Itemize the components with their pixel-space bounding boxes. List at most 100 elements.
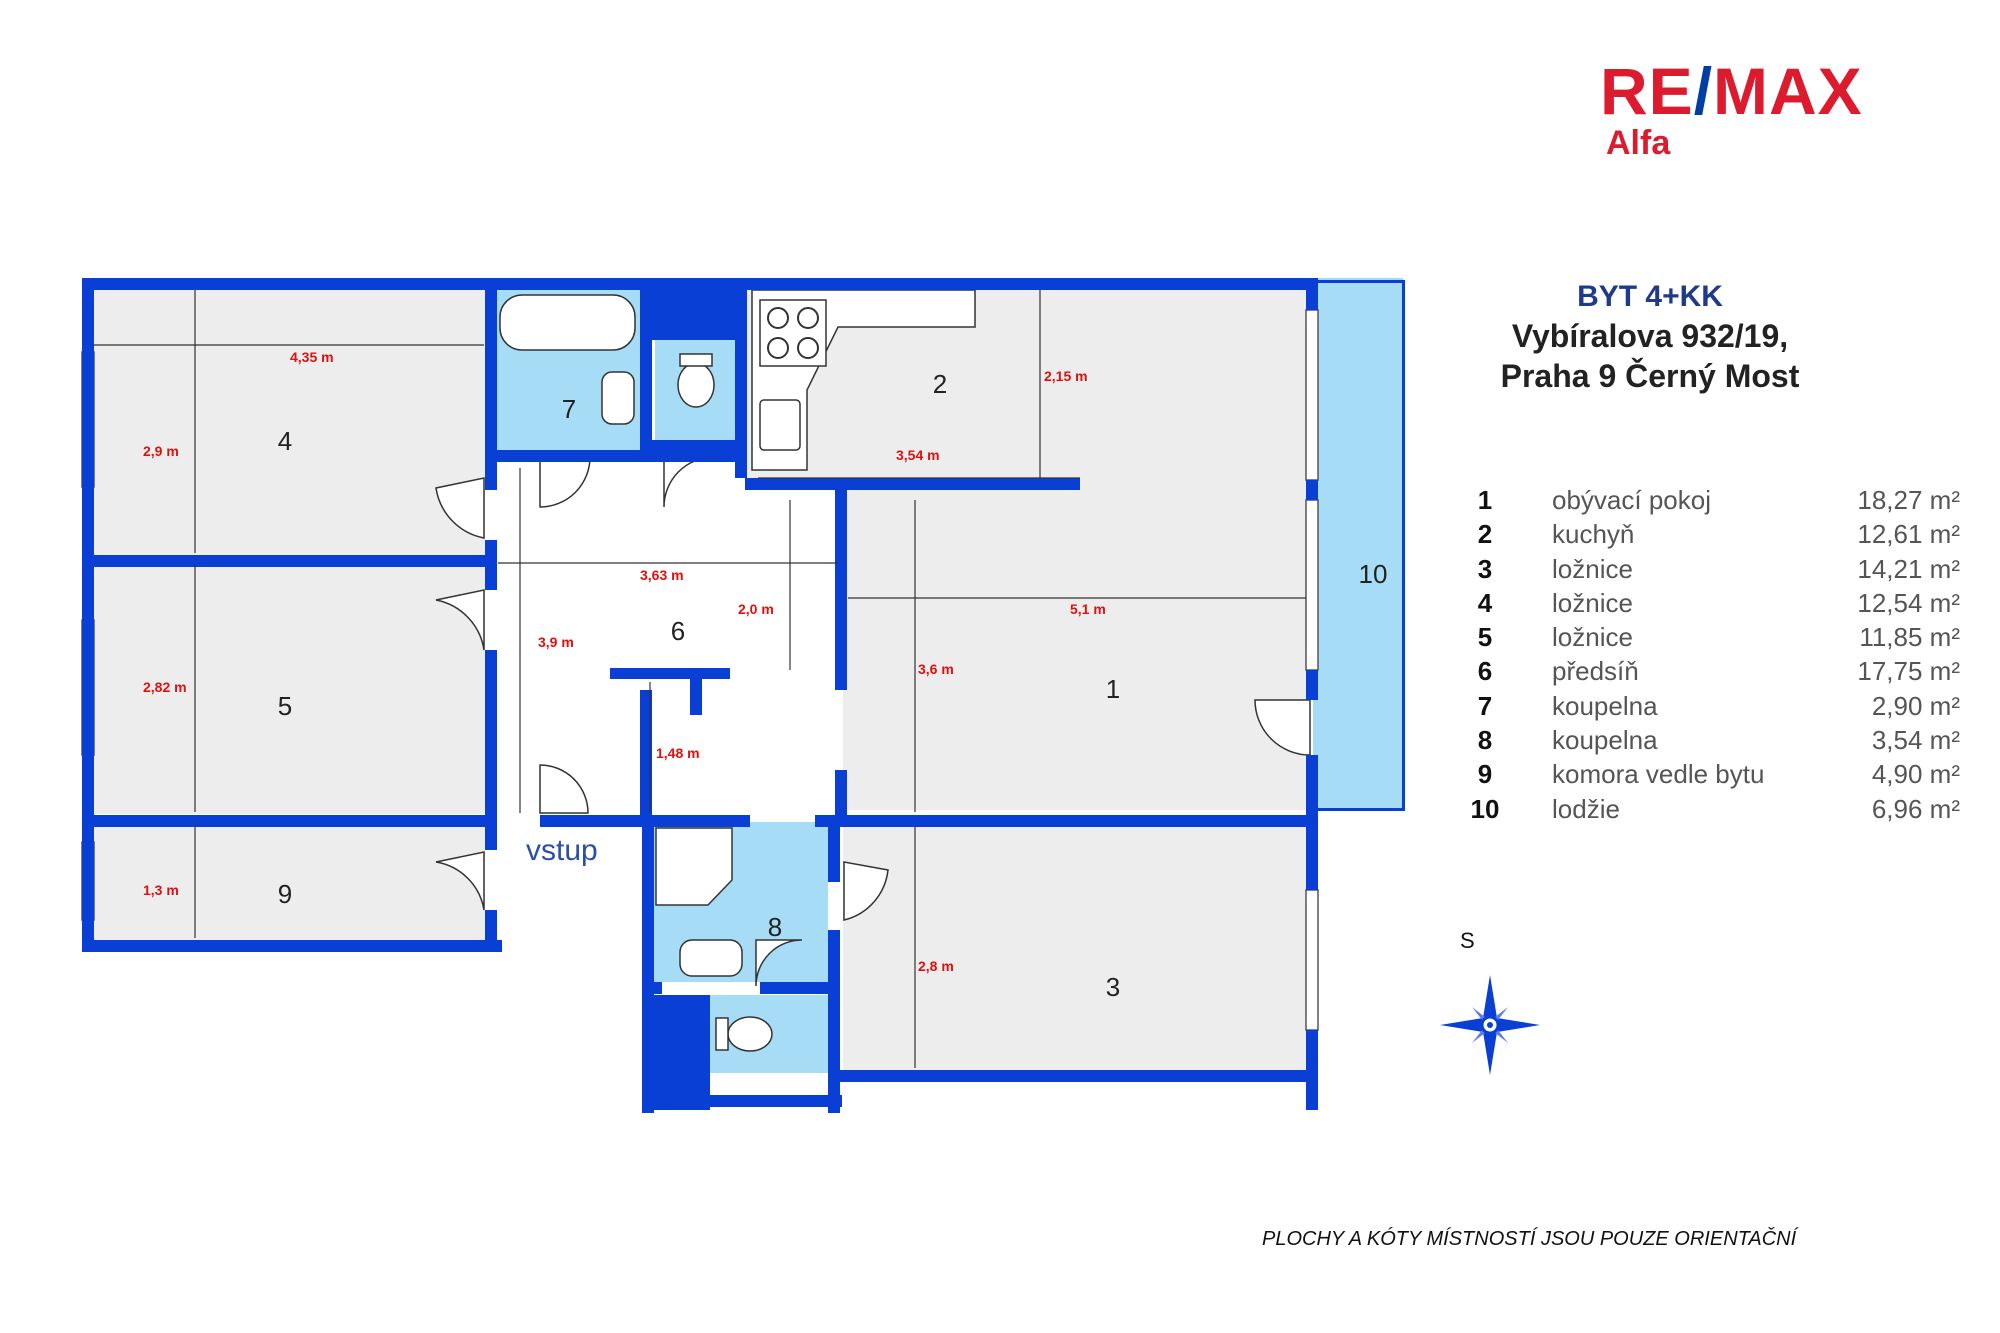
dim-hall-small: 1,48 m xyxy=(656,745,700,761)
wall-segment xyxy=(1306,755,1318,890)
entrance-label: vstup xyxy=(526,834,598,867)
wall-segment xyxy=(1313,808,1405,811)
legend-number: 5 xyxy=(1477,622,1493,653)
installation-shaft xyxy=(650,278,740,340)
logo-suffix: MAX xyxy=(1713,54,1863,128)
legend-row: 3 ložnice 14,21 m² xyxy=(1460,554,1960,588)
legend-room-name: ložnice xyxy=(1552,553,1633,584)
floor-room1 xyxy=(843,480,1307,810)
stove-icon xyxy=(759,299,827,367)
logo-prefix: RE xyxy=(1600,54,1694,128)
compass-west-arm xyxy=(1440,1018,1490,1032)
logo-branch: Alfa xyxy=(1606,124,1671,162)
kitchen-counter xyxy=(751,289,976,471)
room-number-7: 7 xyxy=(562,394,576,424)
legend-room-name: koupelna xyxy=(1552,725,1658,756)
legend-number: 7 xyxy=(1477,690,1493,721)
floor-room4 xyxy=(90,290,485,555)
compass-south-arm xyxy=(1483,1025,1497,1075)
legend-room-name: komora vedle bytu xyxy=(1552,759,1765,790)
wall-segment xyxy=(828,930,840,1113)
legend-number: 4 xyxy=(1477,587,1493,618)
bathtub-icon xyxy=(499,294,636,351)
dim-kitchen-depth: 2,15 m xyxy=(1044,368,1088,384)
wall-segment xyxy=(610,668,730,679)
dim-living-width: 5,1 m xyxy=(1070,601,1106,617)
room-number-8: 8 xyxy=(768,912,782,942)
wall-segment xyxy=(1402,280,1405,810)
legend-room-area: 3,54 m² xyxy=(1871,725,1960,756)
wall-segment xyxy=(690,679,702,715)
room-number-6: 6 xyxy=(671,616,685,646)
legend-number: 3 xyxy=(1477,553,1493,584)
legend-number: 9 xyxy=(1477,759,1493,790)
wall-segment xyxy=(540,815,750,827)
installation-shaft xyxy=(645,995,710,1110)
dim-room4-depth: 2,9 m xyxy=(143,443,179,459)
legend-room-area: 14,21 m² xyxy=(1857,553,1960,584)
wall-segment xyxy=(815,815,1315,827)
washbasin-icon xyxy=(601,371,635,425)
floor-room3 xyxy=(843,823,1307,1070)
legend-room-name: obývací pokoj xyxy=(1552,485,1711,515)
dim-room5-depth: 2,82 m xyxy=(143,679,187,695)
door-entrance xyxy=(539,764,589,814)
floor-room5 xyxy=(90,562,485,814)
legend-room-name: koupelna xyxy=(1552,690,1658,721)
floor-room10 xyxy=(1313,278,1403,810)
toilet-upper-icon xyxy=(677,362,715,408)
doors xyxy=(435,456,1311,987)
wall-segment xyxy=(485,450,663,462)
legend-room-name: ložnice xyxy=(1552,587,1633,618)
dim-living-depth: 3,6 m xyxy=(918,661,954,677)
legend-room-area: 2,90 m² xyxy=(1871,690,1960,721)
dimension-labels: 4,35 m 2,9 m 2,82 m 1,3 m 3,63 m 3,9 m 2… xyxy=(143,349,1106,974)
door-room9 xyxy=(435,851,485,911)
door-room5 xyxy=(435,589,485,651)
wall-segment xyxy=(760,982,840,994)
legend-room-name: kuchyň xyxy=(1552,519,1635,550)
dim-hall-step: 2,0 m xyxy=(738,601,774,617)
wall-segment xyxy=(650,440,742,462)
wall-segment xyxy=(485,290,497,490)
wall-segment xyxy=(485,910,497,952)
burner-4 xyxy=(797,337,819,359)
legend-number: 10 xyxy=(1470,793,1500,824)
wall-segment xyxy=(642,982,662,994)
burner-2 xyxy=(797,307,819,329)
wall-segment xyxy=(828,822,840,882)
burner-3 xyxy=(767,337,789,359)
room-number-3: 3 xyxy=(1106,972,1120,1002)
dim-room3-depth: 2,8 m xyxy=(918,958,954,974)
legend-number: 2 xyxy=(1477,519,1493,550)
legend-room-name: ložnice xyxy=(1552,622,1633,653)
wall-segment xyxy=(1306,670,1318,700)
disclaimer-note: PLOCHY A KÓTY MÍSTNOSTÍ JSOU POUZE ORIEN… xyxy=(1262,1228,1797,1250)
door-wc-upper xyxy=(663,456,715,508)
logo-slash: / xyxy=(1693,54,1714,128)
legend-room-area: 11,85 m² xyxy=(1859,622,1960,653)
door-room3 xyxy=(843,861,889,921)
title-type: BYT 4+KK xyxy=(1577,280,1723,313)
wall-segment xyxy=(485,650,497,850)
remax-logo: RE/MAX Alfa xyxy=(1600,58,1863,162)
floor-fills xyxy=(90,278,1403,1073)
toilet-lower-icon xyxy=(727,1016,773,1052)
dim-kitchen-width: 3,54 m xyxy=(896,447,940,463)
burner-1 xyxy=(767,307,789,329)
wall-segment xyxy=(1306,480,1318,500)
wall-segment xyxy=(1306,278,1318,310)
dimension-lines xyxy=(92,290,1306,1068)
window-room3 xyxy=(1305,889,1319,1031)
wall-segment xyxy=(82,940,502,952)
wall-segment xyxy=(835,490,847,690)
wall-segment xyxy=(640,690,652,815)
washbasin-lower-icon xyxy=(679,939,743,977)
dim-hall-width: 3,63 m xyxy=(640,567,684,583)
legend-row: 7 koupelna 2,90 m² xyxy=(1460,691,1960,725)
